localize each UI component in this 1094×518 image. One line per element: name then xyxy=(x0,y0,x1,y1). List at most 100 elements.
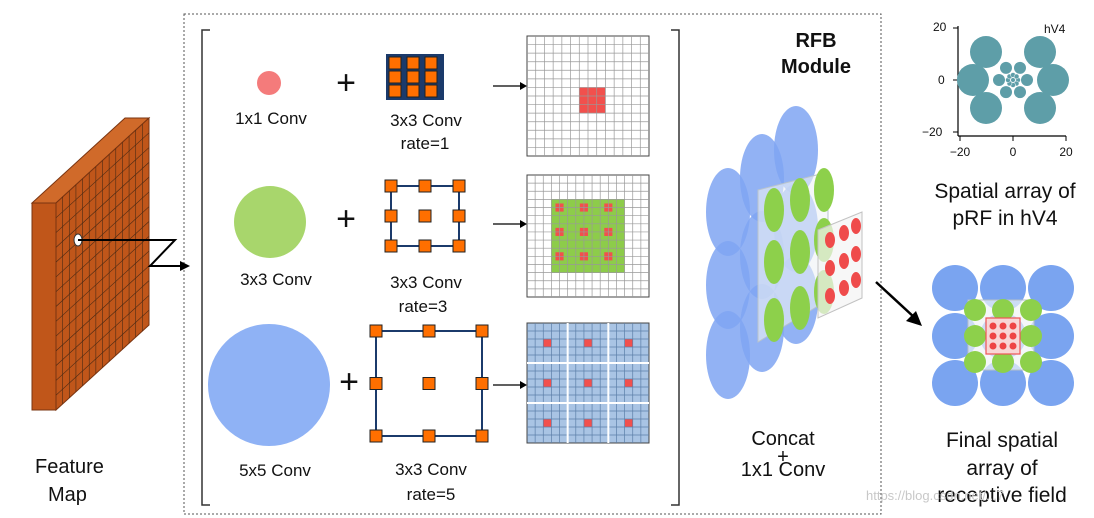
wall-grid-line xyxy=(55,250,150,337)
final-caption-line1: Final spatial xyxy=(945,429,1059,452)
stack-blue-ellipse xyxy=(706,311,750,399)
hv4-label: hV4 xyxy=(1044,22,1066,36)
hv4-caption-line1: Spatial array of xyxy=(934,180,1076,203)
feature-arrow xyxy=(78,239,180,267)
right-bracket xyxy=(671,29,680,506)
kernel-5x5-circle xyxy=(208,324,330,446)
grid-cell xyxy=(583,419,593,427)
hv4-caption-line2: pRF in hV4 xyxy=(952,207,1058,230)
final-green-field xyxy=(1020,299,1042,321)
stack-green-ellipse xyxy=(764,298,784,342)
hv4-prf-large xyxy=(1037,64,1069,96)
hv4-prf-circles xyxy=(957,36,1069,124)
stack-green-ellipse xyxy=(790,230,810,274)
final-blue-field xyxy=(1028,360,1074,406)
grid-cell xyxy=(579,87,606,114)
plus-sign-3: + xyxy=(339,363,359,401)
stack-green-ellipse xyxy=(790,178,810,222)
branch1-kernel-label: 1x1 Conv xyxy=(235,109,307,128)
hv4-prf-plot xyxy=(953,26,1069,141)
dilated-kernel-rate1 xyxy=(386,54,444,100)
hv4-prf-small xyxy=(1013,73,1020,80)
hv4-prf-medium xyxy=(1014,86,1026,99)
kernel-weight xyxy=(418,209,432,223)
final-spatial-array xyxy=(932,265,1074,406)
wall-grid-line xyxy=(55,280,150,366)
wall-grid-line xyxy=(55,265,150,352)
stack-red-ellipse xyxy=(839,253,849,269)
final-red-field xyxy=(989,322,997,330)
kernel-weight xyxy=(452,209,466,223)
hv4-ytick-mid: 0 xyxy=(938,73,945,87)
hv4-xtick-mid: 0 xyxy=(1009,145,1017,159)
final-blue-field xyxy=(932,313,978,359)
hv4-prf-medium xyxy=(1000,86,1012,99)
stack-blue-ellipse xyxy=(774,106,818,194)
receptive-grid-rate5 xyxy=(526,322,650,444)
final-caption-line3: receptive field xyxy=(937,484,1067,507)
final-red-field xyxy=(989,342,997,350)
wall-grid-line xyxy=(55,221,150,307)
wall-grid-line xyxy=(55,191,150,278)
kernel-weight xyxy=(388,70,402,84)
wall-grid-line xyxy=(55,147,150,233)
watermark: https://blog.csdn.net/...7 xyxy=(866,488,1005,503)
stack-red-ellipse xyxy=(851,218,861,234)
feature-map-label-line1: Feature xyxy=(35,456,104,478)
final-blue-field xyxy=(1028,313,1074,359)
stack-green-ellipse xyxy=(764,240,784,284)
stack-green-ellipse xyxy=(764,188,784,232)
final-green-field xyxy=(1020,351,1042,373)
stack-blue-ellipse xyxy=(706,241,750,329)
hv4-prf-large xyxy=(957,64,989,96)
arrow-to-final xyxy=(875,281,916,319)
kernel-weight xyxy=(406,70,420,84)
wall-grid-line xyxy=(55,176,150,263)
kernel-weight xyxy=(384,209,398,223)
dilated-kernel-rate3 xyxy=(384,179,466,253)
final-red-field xyxy=(1009,322,1017,330)
kernel-weight xyxy=(406,84,420,98)
branch2-conv-label: 3x3 Conv xyxy=(390,273,462,292)
final-red-field xyxy=(999,342,1007,350)
concat-label: Concat xyxy=(751,428,815,450)
stack-red-ellipse xyxy=(839,280,849,296)
kernel-weight xyxy=(422,324,436,338)
grid-cell xyxy=(624,339,633,347)
hv4-prf-medium xyxy=(1000,61,1012,74)
final-red-field xyxy=(999,322,1007,330)
wall-grid-line xyxy=(55,236,150,322)
final-green-field xyxy=(1020,325,1042,347)
stack-red-ellipse xyxy=(825,260,835,276)
kernel-weight xyxy=(452,179,466,193)
branch3-rate-label: rate=5 xyxy=(406,485,456,504)
stack-red-ellipse xyxy=(839,225,849,241)
hv4-prf-medium xyxy=(1021,74,1033,86)
kernel-weight xyxy=(424,84,438,98)
kernel-weight xyxy=(388,56,402,70)
dilated-kernel-rate5 xyxy=(369,324,489,443)
hv4-prf-medium xyxy=(993,74,1005,86)
grid-cell xyxy=(543,419,552,427)
kernel-weight xyxy=(369,324,383,338)
final-caption-line2: array of xyxy=(966,457,1038,480)
kernel-weight xyxy=(475,429,489,443)
kernel-weight xyxy=(424,56,438,70)
final-blue-field xyxy=(932,265,978,311)
kernel-weight xyxy=(418,179,432,193)
final-blue-field xyxy=(1028,265,1074,311)
grid-cell xyxy=(583,379,593,387)
kernel-weight xyxy=(424,70,438,84)
kernel-weight xyxy=(475,377,489,390)
kernel-weight xyxy=(406,56,420,70)
hv4-xtick-right: 20 xyxy=(1059,145,1073,159)
final-green-field xyxy=(992,299,1014,321)
kernel-weight xyxy=(369,377,383,390)
stack-blue-ellipse xyxy=(706,168,750,256)
kernel-1x1-circle xyxy=(257,71,281,95)
hv4-xtick-left: −20 xyxy=(949,145,971,159)
feature-map-label-line2: Map xyxy=(48,484,87,506)
branch2-rate-label: rate=3 xyxy=(398,297,448,316)
stack-red-ellipse xyxy=(825,232,835,248)
